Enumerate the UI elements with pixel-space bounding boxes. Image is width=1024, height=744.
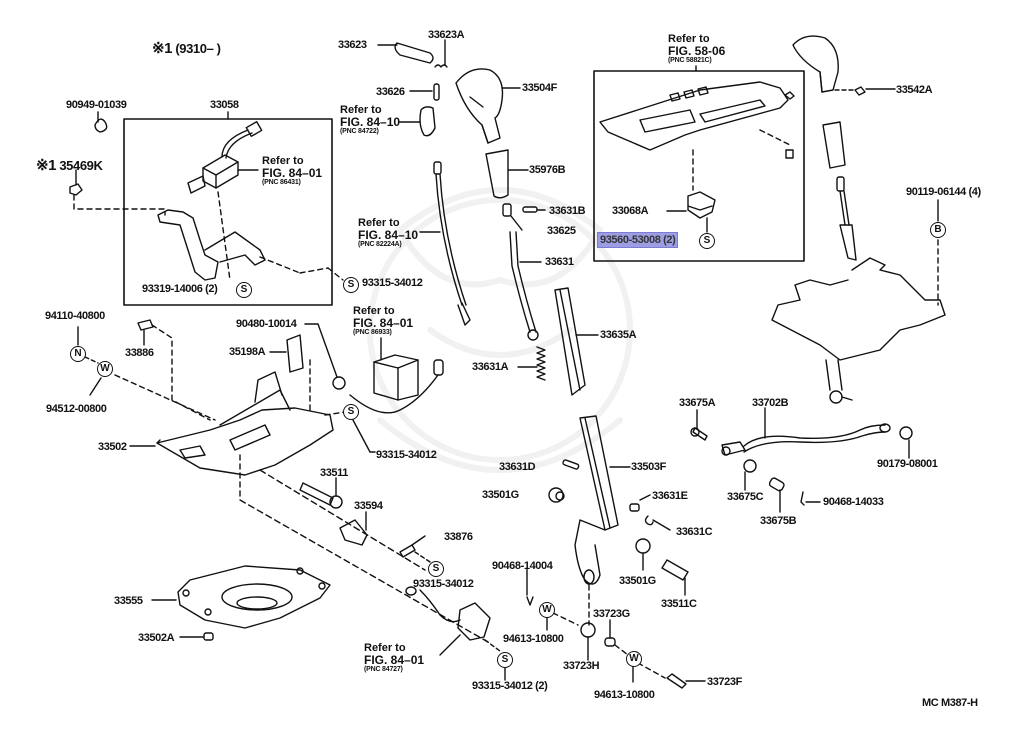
part-label-94613-10800-a[interactable]: 94613-10800 xyxy=(503,633,564,645)
washer-symbol-w: W xyxy=(626,651,642,667)
console-panel xyxy=(599,81,795,191)
part-label-35469K[interactable]: ※1 35469K xyxy=(36,157,103,174)
part-label-33502[interactable]: 33502 xyxy=(98,441,127,453)
part-label-90468-14033[interactable]: 90468-14033 xyxy=(823,496,884,508)
part-label-90119-06144[interactable]: 90119-06144 (4) xyxy=(906,186,981,198)
part-label-33675A[interactable]: 33675A xyxy=(679,397,716,409)
part-label-33702B[interactable]: 33702B xyxy=(752,397,789,409)
part-label-33631D[interactable]: 33631D xyxy=(499,461,536,473)
part-label-93315-34012-b[interactable]: 93315-34012 xyxy=(376,449,437,461)
screw-symbol-s: S xyxy=(699,233,715,249)
wire-harness-82224A xyxy=(419,161,471,326)
part-label-93315-34012-c[interactable]: 93315-34012 xyxy=(413,578,474,590)
lever-33503F xyxy=(574,415,631,585)
part-label-33501G-2[interactable]: 33501G xyxy=(619,575,656,587)
module-84727 xyxy=(405,586,501,656)
part-label-90949-01039[interactable]: 90949-01039 xyxy=(66,99,127,111)
part-label-94613-10800-b[interactable]: 94613-10800 xyxy=(594,689,655,701)
part-label-35198A[interactable]: 35198A xyxy=(229,346,266,358)
washer-symbol-w: W xyxy=(539,602,555,618)
part-label-33631A[interactable]: 33631A xyxy=(472,361,509,373)
part-label-33623A[interactable]: 33623A xyxy=(428,29,465,41)
part-label-33511C[interactable]: 33511C xyxy=(661,598,697,610)
screw-symbol-s: S xyxy=(343,277,359,293)
shift-knob-33504F xyxy=(455,68,521,144)
part-label-33623[interactable]: 33623 xyxy=(338,39,367,51)
assembly-box-console xyxy=(593,70,805,262)
nut-symbol-n: N xyxy=(70,346,86,362)
part-label-33635A[interactable]: 33635A xyxy=(600,329,637,341)
part-label-94110-40800[interactable]: 94110-40800 xyxy=(45,310,105,322)
part-label-90468-14004[interactable]: 90468-14004 xyxy=(492,560,553,572)
part-label-94512-00800[interactable]: 94512-00800 xyxy=(46,403,107,415)
switch-33058 xyxy=(187,120,263,194)
refer-to-fig-84-10-b[interactable]: Refer to FIG. 84–10 (PNC 82224A) xyxy=(358,217,419,248)
part-label-33503F[interactable]: 33503F xyxy=(631,461,666,473)
part-label-33631E[interactable]: 33631E xyxy=(652,490,688,502)
refer-to-fig-58-06[interactable]: Refer to FIG. 58-06 (PNC 58821C) xyxy=(668,33,726,64)
part-label-33723H[interactable]: 33723H xyxy=(563,660,600,672)
part-label-35976B[interactable]: 35976B xyxy=(529,164,566,176)
shift-base-assembly xyxy=(771,257,946,404)
washer-symbol-w: W xyxy=(97,361,113,377)
part-label-33886[interactable]: 33886 xyxy=(125,347,154,359)
part-label-33675B[interactable]: 33675B xyxy=(760,515,797,527)
part-label-90179-08001[interactable]: 90179-08001 xyxy=(877,458,938,470)
part-label-33675C[interactable]: 33675C xyxy=(727,491,764,503)
module-86933 xyxy=(349,337,444,414)
part-label-90480-10014[interactable]: 90480-10014 xyxy=(236,318,297,330)
screw-symbol-s: S xyxy=(428,561,444,577)
screw-symbol-s: S xyxy=(343,404,359,420)
screw-symbol-s: S xyxy=(236,282,252,298)
part-label-33542A[interactable]: 33542A xyxy=(896,84,933,96)
part-label-33723G[interactable]: 33723G xyxy=(593,608,630,620)
part-label-33631B[interactable]: 33631B xyxy=(549,205,586,217)
bracket-33058 xyxy=(157,191,344,281)
part-label-33625[interactable]: 33625 xyxy=(547,225,576,237)
rod-33702B xyxy=(721,407,891,456)
screw-symbol-s: S xyxy=(497,652,513,668)
part-label-33723F[interactable]: 33723F xyxy=(707,676,742,688)
applicability-note: ※1 (9310– ) xyxy=(152,40,221,57)
part-label-33058[interactable]: 33058 xyxy=(210,99,239,111)
part-label-33631[interactable]: 33631 xyxy=(545,256,574,268)
part-label-33068A[interactable]: 33068A xyxy=(612,205,649,217)
part-label-33876[interactable]: 33876 xyxy=(444,531,473,543)
part-label-93560-53008-highlighted[interactable]: 93560-53008 (2) xyxy=(597,232,679,248)
part-label-93315-34012-d[interactable]: 93315-34012 (2) xyxy=(472,680,548,692)
part-label-33504F[interactable]: 33504F xyxy=(522,82,557,94)
refer-to-fig-84-10-a[interactable]: Refer to FIG. 84–10 (PNC 84722) xyxy=(340,104,401,135)
refer-to-fig-84-01-a[interactable]: Refer to FIG. 84–01 (PNC 86431) xyxy=(262,155,323,186)
part-label-33631C[interactable]: 33631C xyxy=(676,526,713,538)
refer-to-fig-84-01-b[interactable]: Refer to FIG. 84–01 (PNC 86933) xyxy=(353,305,414,336)
part-label-33511[interactable]: 33511 xyxy=(320,467,348,479)
figure-code: MC M387-H xyxy=(922,697,978,709)
refer-to-fig-84-01-c[interactable]: Refer to FIG. 84–01 (PNC 84727) xyxy=(364,642,425,673)
part-label-33594[interactable]: 33594 xyxy=(354,500,383,512)
part-label-33626[interactable]: 33626 xyxy=(376,86,405,98)
watermark xyxy=(367,187,633,473)
base-plate-33502 xyxy=(129,371,334,476)
part-label-93315-34012-a[interactable]: 93315-34012 xyxy=(362,277,423,289)
part-label-93319-14006[interactable]: 93319-14006 (2) xyxy=(142,283,218,295)
part-label-33555[interactable]: 33555 xyxy=(114,595,143,607)
assembly-box-33058 xyxy=(123,118,333,306)
bolt-symbol-b: B xyxy=(930,222,946,238)
part-label-33501G[interactable]: 33501G xyxy=(482,489,519,501)
dish-plate-33555 xyxy=(151,565,331,629)
part-label-33502A[interactable]: 33502A xyxy=(138,632,175,644)
knob-33542A xyxy=(792,35,896,261)
